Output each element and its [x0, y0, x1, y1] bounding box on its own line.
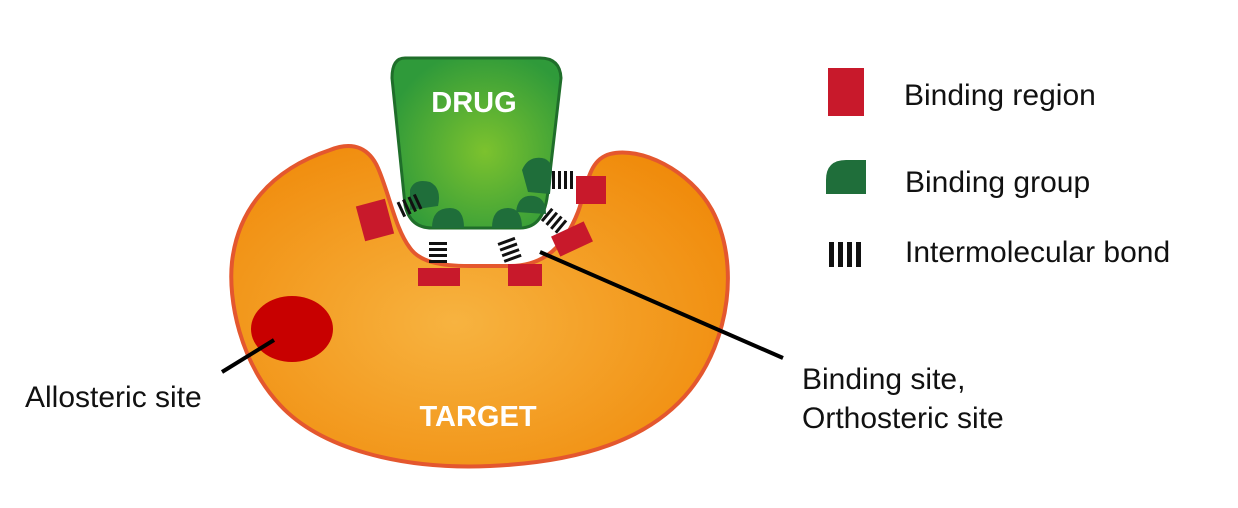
binding-region-shape — [551, 221, 593, 257]
binding-region-shape — [355, 198, 395, 242]
allosteric-site-label: Allosteric site — [25, 381, 202, 414]
binding-region-shape — [576, 176, 606, 204]
legend: Binding region Binding group Intermolecu… — [826, 68, 1170, 269]
binding-region-legend-label: Binding region — [904, 79, 1096, 112]
binding-site-leader-line — [539, 250, 784, 360]
binding-site-label-line1: Binding site, — [802, 363, 965, 396]
drug-label: DRUG — [431, 87, 516, 119]
binding-site-label-line2: Orthosteric site — [802, 402, 1004, 435]
binding-group-shape — [492, 208, 522, 228]
binding-group-shape — [522, 157, 552, 194]
binding-group-legend-icon — [826, 160, 866, 194]
binding-region-shape — [508, 264, 542, 286]
allosteric-site-shape — [251, 296, 333, 362]
bond-group — [396, 171, 573, 263]
target-label: TARGET — [419, 401, 536, 433]
binding-group-shape — [432, 208, 464, 228]
allosteric-leader-line — [220, 338, 276, 374]
binding-region-shape — [418, 268, 460, 286]
target-body — [229, 144, 730, 469]
binding-group-shape — [516, 195, 546, 214]
binding-group-legend-label: Binding group — [905, 166, 1090, 199]
binding-region-legend-icon — [828, 68, 864, 116]
intermolecular-bond-legend-label: Intermolecular bond — [905, 236, 1170, 269]
intermolecular-bond-legend-icon — [829, 242, 861, 267]
